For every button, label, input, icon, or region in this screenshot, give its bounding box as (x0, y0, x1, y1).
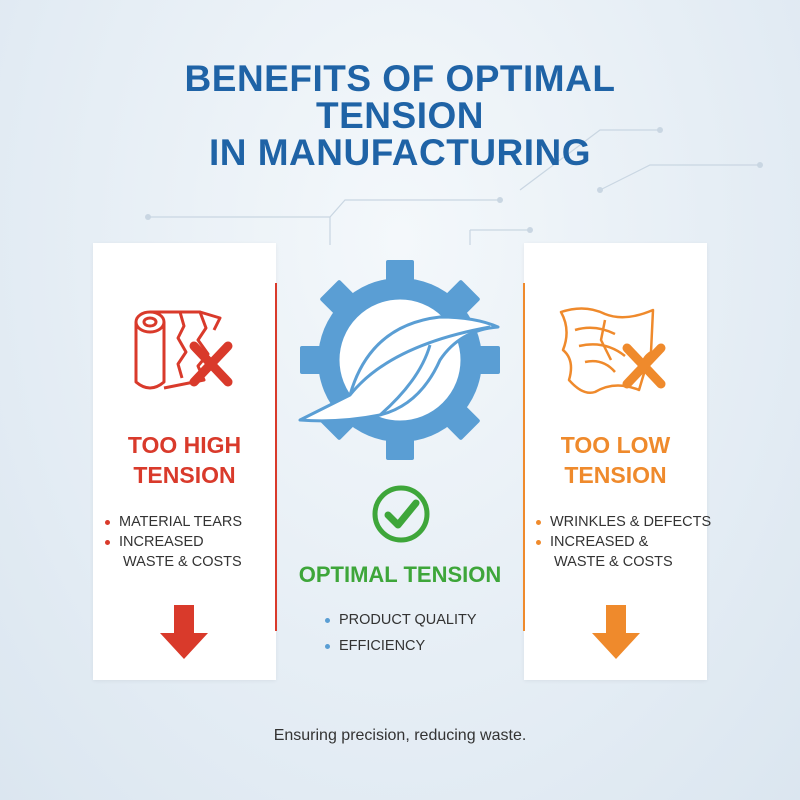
list-item: INCREASED & WASTE & COSTS (534, 532, 711, 572)
list-item: MATERIAL TEARS (103, 512, 242, 532)
down-arrow-icon (592, 605, 640, 659)
optimal-tension-bullets: PRODUCT QUALITY EFFICIENCY (323, 610, 477, 656)
wrinkled-sheet-icon (559, 307, 666, 394)
right-divider (523, 283, 525, 631)
list-item: PRODUCT QUALITY (323, 610, 477, 630)
optimal-tension-heading: OPTIMAL TENSION (298, 562, 502, 587)
bullet-dot-icon (105, 540, 110, 545)
footer-tagline: Ensuring precision, reducing waste. (273, 727, 527, 744)
list-item: EFFICIENCY (323, 636, 477, 656)
bullet-dot-icon (105, 520, 110, 525)
torn-roll-icon (134, 310, 233, 390)
too-low-bullets: WRINKLES & DEFECTS INCREASED & WASTE & C… (534, 512, 711, 572)
too-high-bullets: MATERIAL TEARS INCREASED WASTE & COSTS (103, 512, 242, 572)
bullet-dot-icon (536, 540, 541, 545)
list-item: INCREASED WASTE & COSTS (103, 532, 242, 572)
bullet-dot-icon (325, 618, 330, 623)
bullet-dot-icon (325, 644, 330, 649)
down-arrow-icon (160, 605, 208, 659)
too-low-tension-heading: TOO LOW TENSION (560, 432, 671, 488)
bullet-dot-icon (536, 520, 541, 525)
too-high-tension-heading: TOO HIGH TENSION (127, 432, 242, 488)
list-item: WRINKLES & DEFECTS (534, 512, 711, 532)
check-circle-icon (372, 485, 430, 543)
page-title: BENEFITS OF OPTIMAL TENSION IN MANUFACTU… (184, 58, 616, 173)
gear-leaf-icon (298, 260, 500, 460)
left-divider (275, 283, 277, 631)
